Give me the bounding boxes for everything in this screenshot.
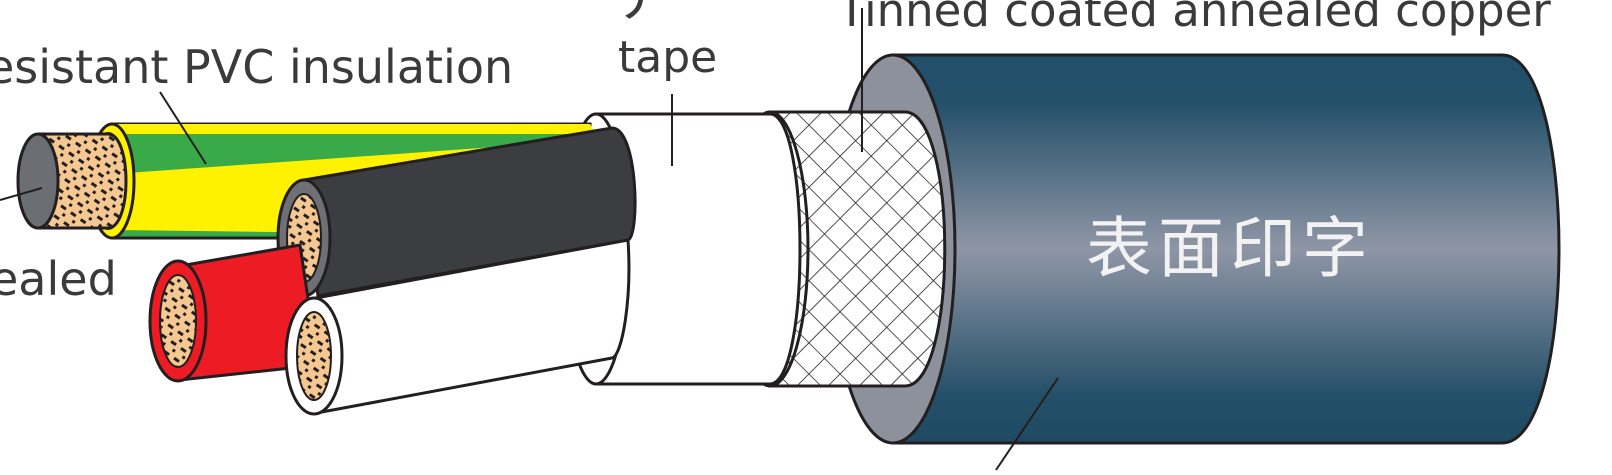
- tape-label: tape: [618, 32, 718, 83]
- leader-lines: [0, 8, 1059, 471]
- jacket-leader: [995, 377, 1059, 471]
- jacket-print-label: 表面印字: [1086, 210, 1374, 287]
- conductor-label: ealed: [0, 252, 117, 306]
- white-core: [284, 238, 631, 416]
- braid-shield-label: Tinned coated annealed copper: [838, 0, 1551, 37]
- insulation-label: esistant PVC insulation: [0, 40, 514, 94]
- top-label-fragment: テ ゛: [612, 0, 742, 26]
- conductor-leader: [0, 187, 43, 201]
- insulation-leader: [159, 91, 207, 165]
- red-core: [148, 243, 320, 383]
- stranded-conductor: [16, 132, 128, 230]
